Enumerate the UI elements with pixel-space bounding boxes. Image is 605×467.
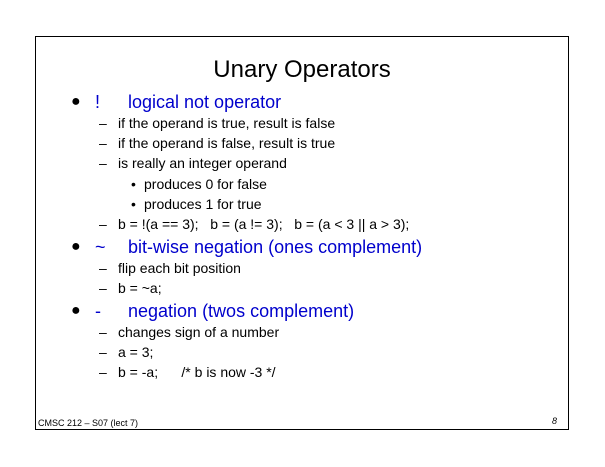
operator-symbol: -: [95, 301, 101, 321]
sub-item-text: b = !(a == 3); b = (a != 3); b = (a < 3 …: [118, 216, 410, 232]
bullet-bitwise-negation: ● ~ bit-wise negation (ones complement): [71, 237, 422, 337]
dash-icon: –: [99, 344, 107, 360]
dash-icon: –: [99, 280, 107, 296]
page-number: 8: [552, 416, 558, 426]
sub-item-text: if the operand is false, result is true: [118, 135, 336, 151]
bullet-negation: ● - negation (twos complement): [71, 301, 354, 401]
sub-sub-item-text: produces 1 for true: [144, 196, 262, 212]
operator-heading: logical not operator: [128, 92, 282, 112]
operator-heading: negation (twos complement): [128, 301, 355, 321]
sub-item-text: b = ~a;: [118, 280, 162, 296]
small-bullet-icon: •: [131, 176, 136, 192]
sub-sub-item-text: produces 0 for false: [144, 176, 267, 192]
sub-item-text: changes sign of a number: [118, 324, 280, 340]
sub-item-text: is really an integer operand: [118, 155, 287, 171]
slide-title: Unary Operators: [213, 56, 391, 83]
sub-item-text: if the operand is true, result is false: [118, 115, 336, 131]
sub-item: – if the operand is false, result is tru…: [99, 134, 335, 206]
sub-item-text: flip each bit position: [118, 260, 241, 276]
operator-symbol: ~: [95, 237, 106, 257]
small-bullet-icon: •: [131, 196, 136, 212]
slide-footer: CMSC 212 – S07 (lect 7): [38, 418, 139, 428]
dash-icon: –: [99, 216, 107, 232]
sub-item: – a = 3;: [99, 343, 153, 415]
bullet-dot-icon: ●: [71, 93, 81, 110]
slide-frame: Unary Operators ● ! logical not operator…: [35, 36, 569, 430]
sub-item: – b = !(a == 3); b = (a != 3); b = (a < …: [99, 215, 409, 287]
sub-item: – if the operand is true, result is fals…: [99, 114, 335, 186]
sub-item: – b = ~a;: [99, 279, 162, 351]
dash-icon: –: [99, 155, 107, 171]
sub-sub-item: • produces 0 for false: [131, 175, 267, 247]
operator-heading: bit-wise negation (ones complement): [128, 237, 423, 257]
operator-symbol: !: [95, 92, 101, 112]
dash-icon: –: [99, 364, 107, 380]
bullet-dot-icon: ●: [71, 302, 81, 319]
sub-item: – flip each bit position: [99, 259, 241, 331]
sub-item: – b = -a; /* b is now -3 */: [99, 363, 276, 435]
sub-sub-item: • produces 1 for true: [131, 195, 262, 267]
sub-item-text: b = -a; /* b is now -3 */: [118, 364, 276, 380]
dash-icon: –: [99, 260, 107, 276]
dash-icon: –: [99, 324, 107, 340]
bullet-logical-not: ● ! logical not operator: [71, 92, 281, 192]
dash-icon: –: [99, 115, 107, 131]
bullet-dot-icon: ●: [71, 238, 81, 255]
sub-item: – changes sign of a number: [99, 323, 279, 395]
dash-icon: –: [99, 135, 107, 151]
sub-item-text: a = 3;: [118, 344, 154, 360]
sub-item: – is really an integer operand: [99, 154, 287, 226]
